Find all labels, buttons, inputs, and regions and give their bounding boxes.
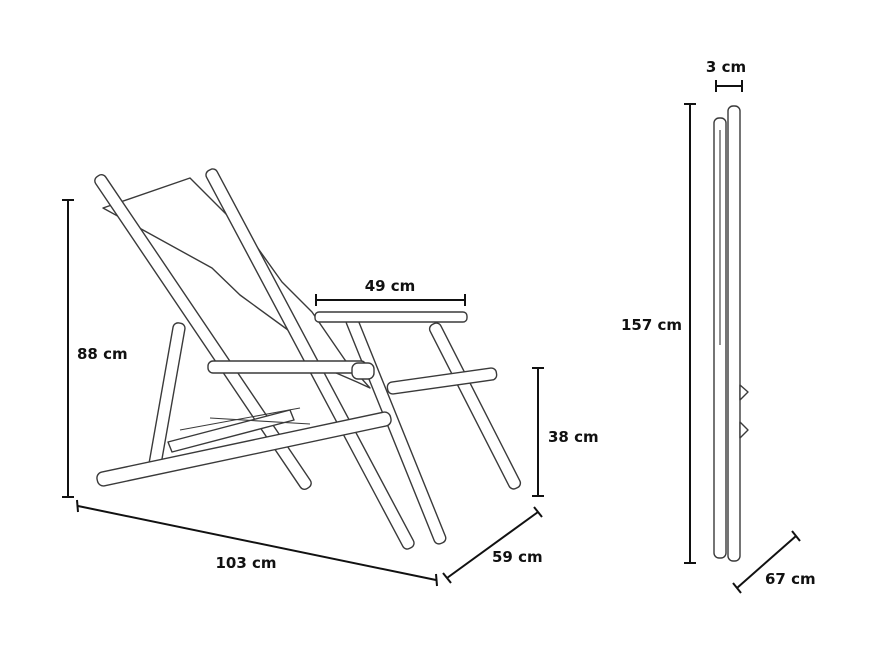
- folded-armrest-2: [739, 421, 749, 439]
- folded-chair-drawing: [713, 105, 749, 562]
- back-rail-right: [205, 168, 415, 550]
- label-armrest-height: 38 cm: [548, 428, 599, 446]
- armrest-front-end: [351, 362, 375, 380]
- brace-line: [179, 407, 301, 431]
- dim-line-59: [446, 511, 539, 579]
- base-runner: [96, 411, 392, 487]
- dimension-lines: [62, 80, 801, 594]
- label-folded-width: 67 cm: [765, 570, 816, 588]
- dim-line-67: [736, 535, 797, 589]
- back-rail-left: [94, 174, 312, 490]
- dim-tick: [76, 499, 79, 513]
- dim-tick: [732, 582, 742, 594]
- dim-tick: [442, 572, 452, 584]
- armrest-back: [314, 311, 468, 323]
- seat-bar: [386, 367, 498, 395]
- label-height: 88 cm: [77, 345, 128, 363]
- dim-tick: [791, 530, 801, 542]
- dim-tick: [533, 506, 543, 518]
- label-folded-thickness: 3 cm: [706, 58, 746, 76]
- dim-line-103: [77, 505, 437, 581]
- armrest-post: [428, 322, 522, 490]
- folded-armrest-1: [739, 384, 749, 401]
- label-seat-width: 49 cm: [365, 277, 416, 295]
- label-folded-length: 157 cm: [621, 316, 682, 334]
- armrest-front: [207, 360, 367, 374]
- dim-tick: [435, 573, 438, 587]
- folded-rail-back: [727, 105, 741, 562]
- brace-line-2: [209, 417, 311, 425]
- label-length: 103 cm: [215, 554, 276, 572]
- label-depth: 59 cm: [492, 548, 543, 566]
- open-chair-drawing: [94, 168, 522, 550]
